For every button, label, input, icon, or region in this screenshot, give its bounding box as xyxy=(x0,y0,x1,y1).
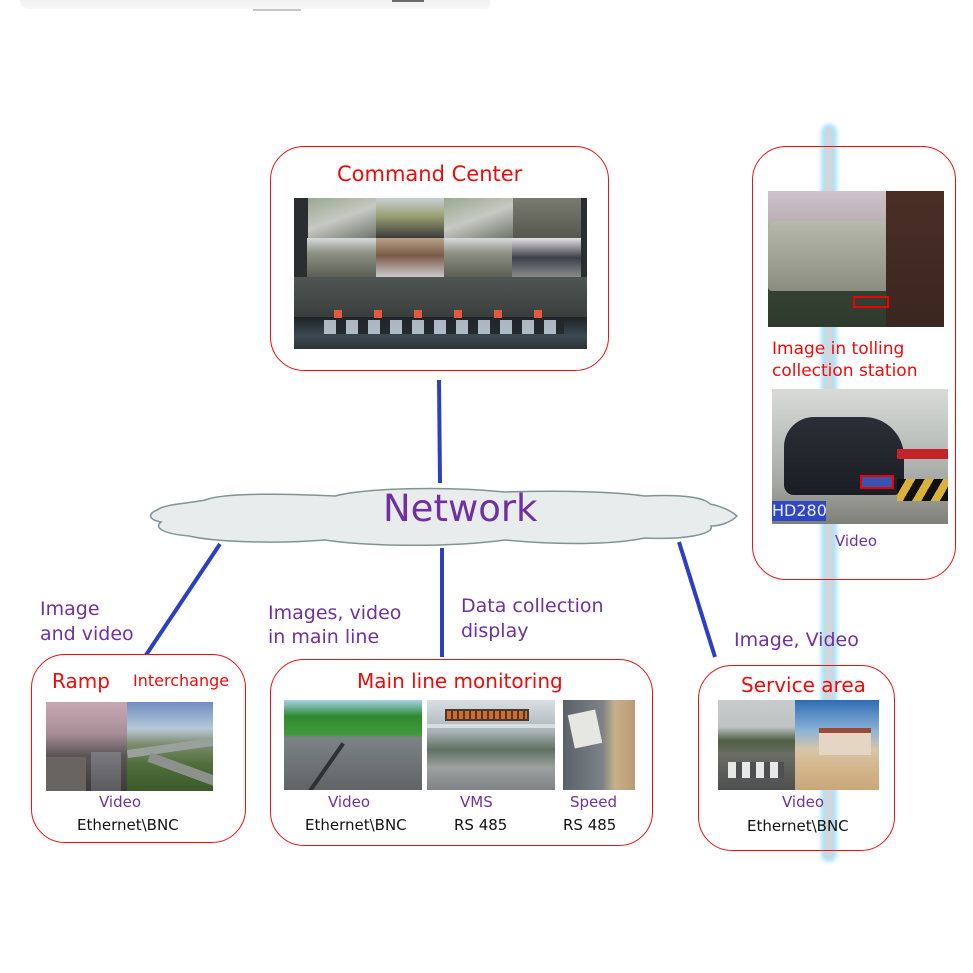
mainline-link-label-line2: in main line xyxy=(268,626,380,648)
service-area-box[interactable]: Service area Video Ethernet\BNC xyxy=(698,665,895,851)
service-media-label: Video xyxy=(782,793,825,811)
service-area-title: Service area xyxy=(741,673,866,697)
service-interface-label: Ethernet\BNC xyxy=(747,817,849,835)
service-link-label: Image, Video xyxy=(734,629,859,651)
data-collection-label-line2: display xyxy=(461,620,529,642)
link-network-ramp xyxy=(144,542,222,657)
tolling-caption-line2: collection station xyxy=(772,361,918,381)
network-label: Network xyxy=(383,487,538,530)
command-center-box[interactable]: Command Center xyxy=(270,146,609,371)
vms-media: VMS xyxy=(460,793,493,811)
command-center-title: Command Center xyxy=(337,162,523,186)
toll-van-photo xyxy=(768,191,944,327)
top-edge-bar xyxy=(253,9,301,11)
mainline-video-photo xyxy=(284,700,422,790)
speed-sensor-photo xyxy=(563,700,635,790)
plate-highlight-box xyxy=(853,296,889,308)
top-edge-strip xyxy=(20,0,490,9)
speed-interface: RS 485 xyxy=(563,816,617,834)
network-cloud-icon xyxy=(149,487,739,546)
ramp-title: Ramp xyxy=(52,669,110,693)
tolling-media-label: Video xyxy=(835,532,878,550)
tolling-station-box[interactable]: Image in tolling collection station HD28… xyxy=(752,146,956,580)
tolling-caption-line1: Image in tolling xyxy=(772,339,905,359)
link-command-network xyxy=(437,379,442,484)
plate-highlight-box xyxy=(860,475,894,489)
top-edge-bar-dark xyxy=(392,0,424,2)
interchange-title: Interchange xyxy=(133,671,230,690)
toll-sedan-photo: HD280 xyxy=(772,389,948,524)
ramp-link-label-line1: Image xyxy=(40,598,100,620)
interchange-photo xyxy=(127,702,213,791)
mainline-video-interface: Ethernet\BNC xyxy=(305,816,407,834)
mainline-link-label-line1: Images, video xyxy=(268,602,402,624)
ramp-interface-label: Ethernet\BNC xyxy=(77,816,179,834)
ramp-photo xyxy=(46,702,127,791)
ramp-box[interactable]: Ramp Interchange Video Ethernet\BNC xyxy=(31,654,246,843)
command-center-photo xyxy=(294,198,587,349)
ramp-media-label: Video xyxy=(99,793,142,811)
plate-overlay: HD280 xyxy=(772,501,827,521)
main-line-box[interactable]: Main line monitoring Video Ethernet\BNC … xyxy=(270,659,653,846)
data-collection-label-line1: Data collection xyxy=(461,595,604,617)
main-line-title: Main line monitoring xyxy=(357,669,563,693)
service-parking-photo xyxy=(718,700,795,790)
link-network-service xyxy=(677,541,717,658)
mainline-video-media: Video xyxy=(328,793,371,811)
vms-photo xyxy=(427,700,555,790)
vms-interface: RS 485 xyxy=(454,816,508,834)
speed-media: Speed xyxy=(570,793,618,811)
service-building-photo xyxy=(795,700,879,790)
ramp-link-label-line2: and video xyxy=(40,623,134,645)
